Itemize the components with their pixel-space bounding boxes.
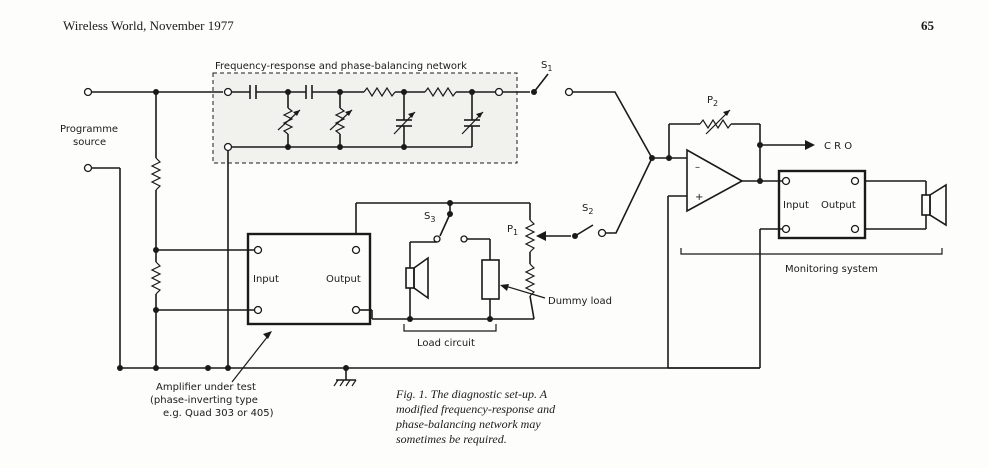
monitor-output-label: Output [821,200,856,211]
amp-output-bottom-terminal [351,305,361,315]
op-amp-minus: – [695,162,700,173]
dummy-load-label: Dummy load [548,296,612,307]
s2-contact [597,228,607,238]
monitor-speaker [921,183,947,227]
resistor-upper [150,157,162,191]
amp-under-test-label: Amplifier under test [156,382,256,393]
p2-label: P2 [707,95,718,108]
cro-label: C R O [824,141,852,152]
op-amp-plus: + [695,192,703,203]
load-circuit-bracket [403,324,497,332]
monitoring-system-label: Monitoring system [785,264,878,275]
ground-symbol [333,368,357,387]
p1-potentiometer [524,219,536,253]
amp-example-label: e.g. Quad 303 or 405) [163,408,274,419]
programme-label: Programme [60,124,118,135]
s1-blade [533,73,549,93]
resistor-lower [150,261,162,295]
s3-blade [439,213,451,237]
s3-label: S3 [424,211,435,224]
source-label: source [73,137,106,148]
dummy-load-resistor [481,259,500,300]
amp-output-top-terminal [351,245,361,255]
amp-input-top-terminal [253,245,263,255]
source-terminal-bottom [83,163,93,173]
op-amp-triangle [686,148,744,213]
monitoring-bracket [680,248,943,255]
amplifier-under-test-box [246,232,372,326]
p1-label: P1 [507,224,518,237]
caption-line-4: sometimes be required. [396,432,507,446]
network-input-terminal [223,87,233,97]
figure-caption: Fig. 1. The diagnostic set-up. A modifie… [396,387,626,447]
s1-label: S1 [541,60,552,73]
s3-contact-left [433,235,441,243]
page-number: 65 [921,18,934,33]
caption-line-3: phase-balancing network may [396,417,541,431]
journal-header: Wireless World, November 1977 [63,18,234,33]
caption-line-2: modified frequency-response and [396,402,556,416]
network-box [212,72,518,164]
amp-type-label: (phase-inverting type [150,395,258,406]
amp-input-bottom-terminal [253,305,263,315]
load-circuit-label: Load circuit [417,338,475,349]
monitor-input-label: Input [783,200,809,211]
network-output-terminal [494,87,504,97]
network-label: Frequency-response and phase-balancing n… [215,61,467,72]
s2-blade [574,224,594,237]
amp-input-label: Input [253,274,279,285]
amp-output-label: Output [326,274,361,285]
caption-line-1: Fig. 1. The diagnostic set-up. A [396,387,548,401]
s1-contact [564,87,574,97]
s2-label: S2 [582,203,593,216]
s3-contact-right [460,235,468,243]
source-terminal-top [83,87,93,97]
network-ground-terminal [223,142,233,152]
monitoring-box [777,169,867,240]
